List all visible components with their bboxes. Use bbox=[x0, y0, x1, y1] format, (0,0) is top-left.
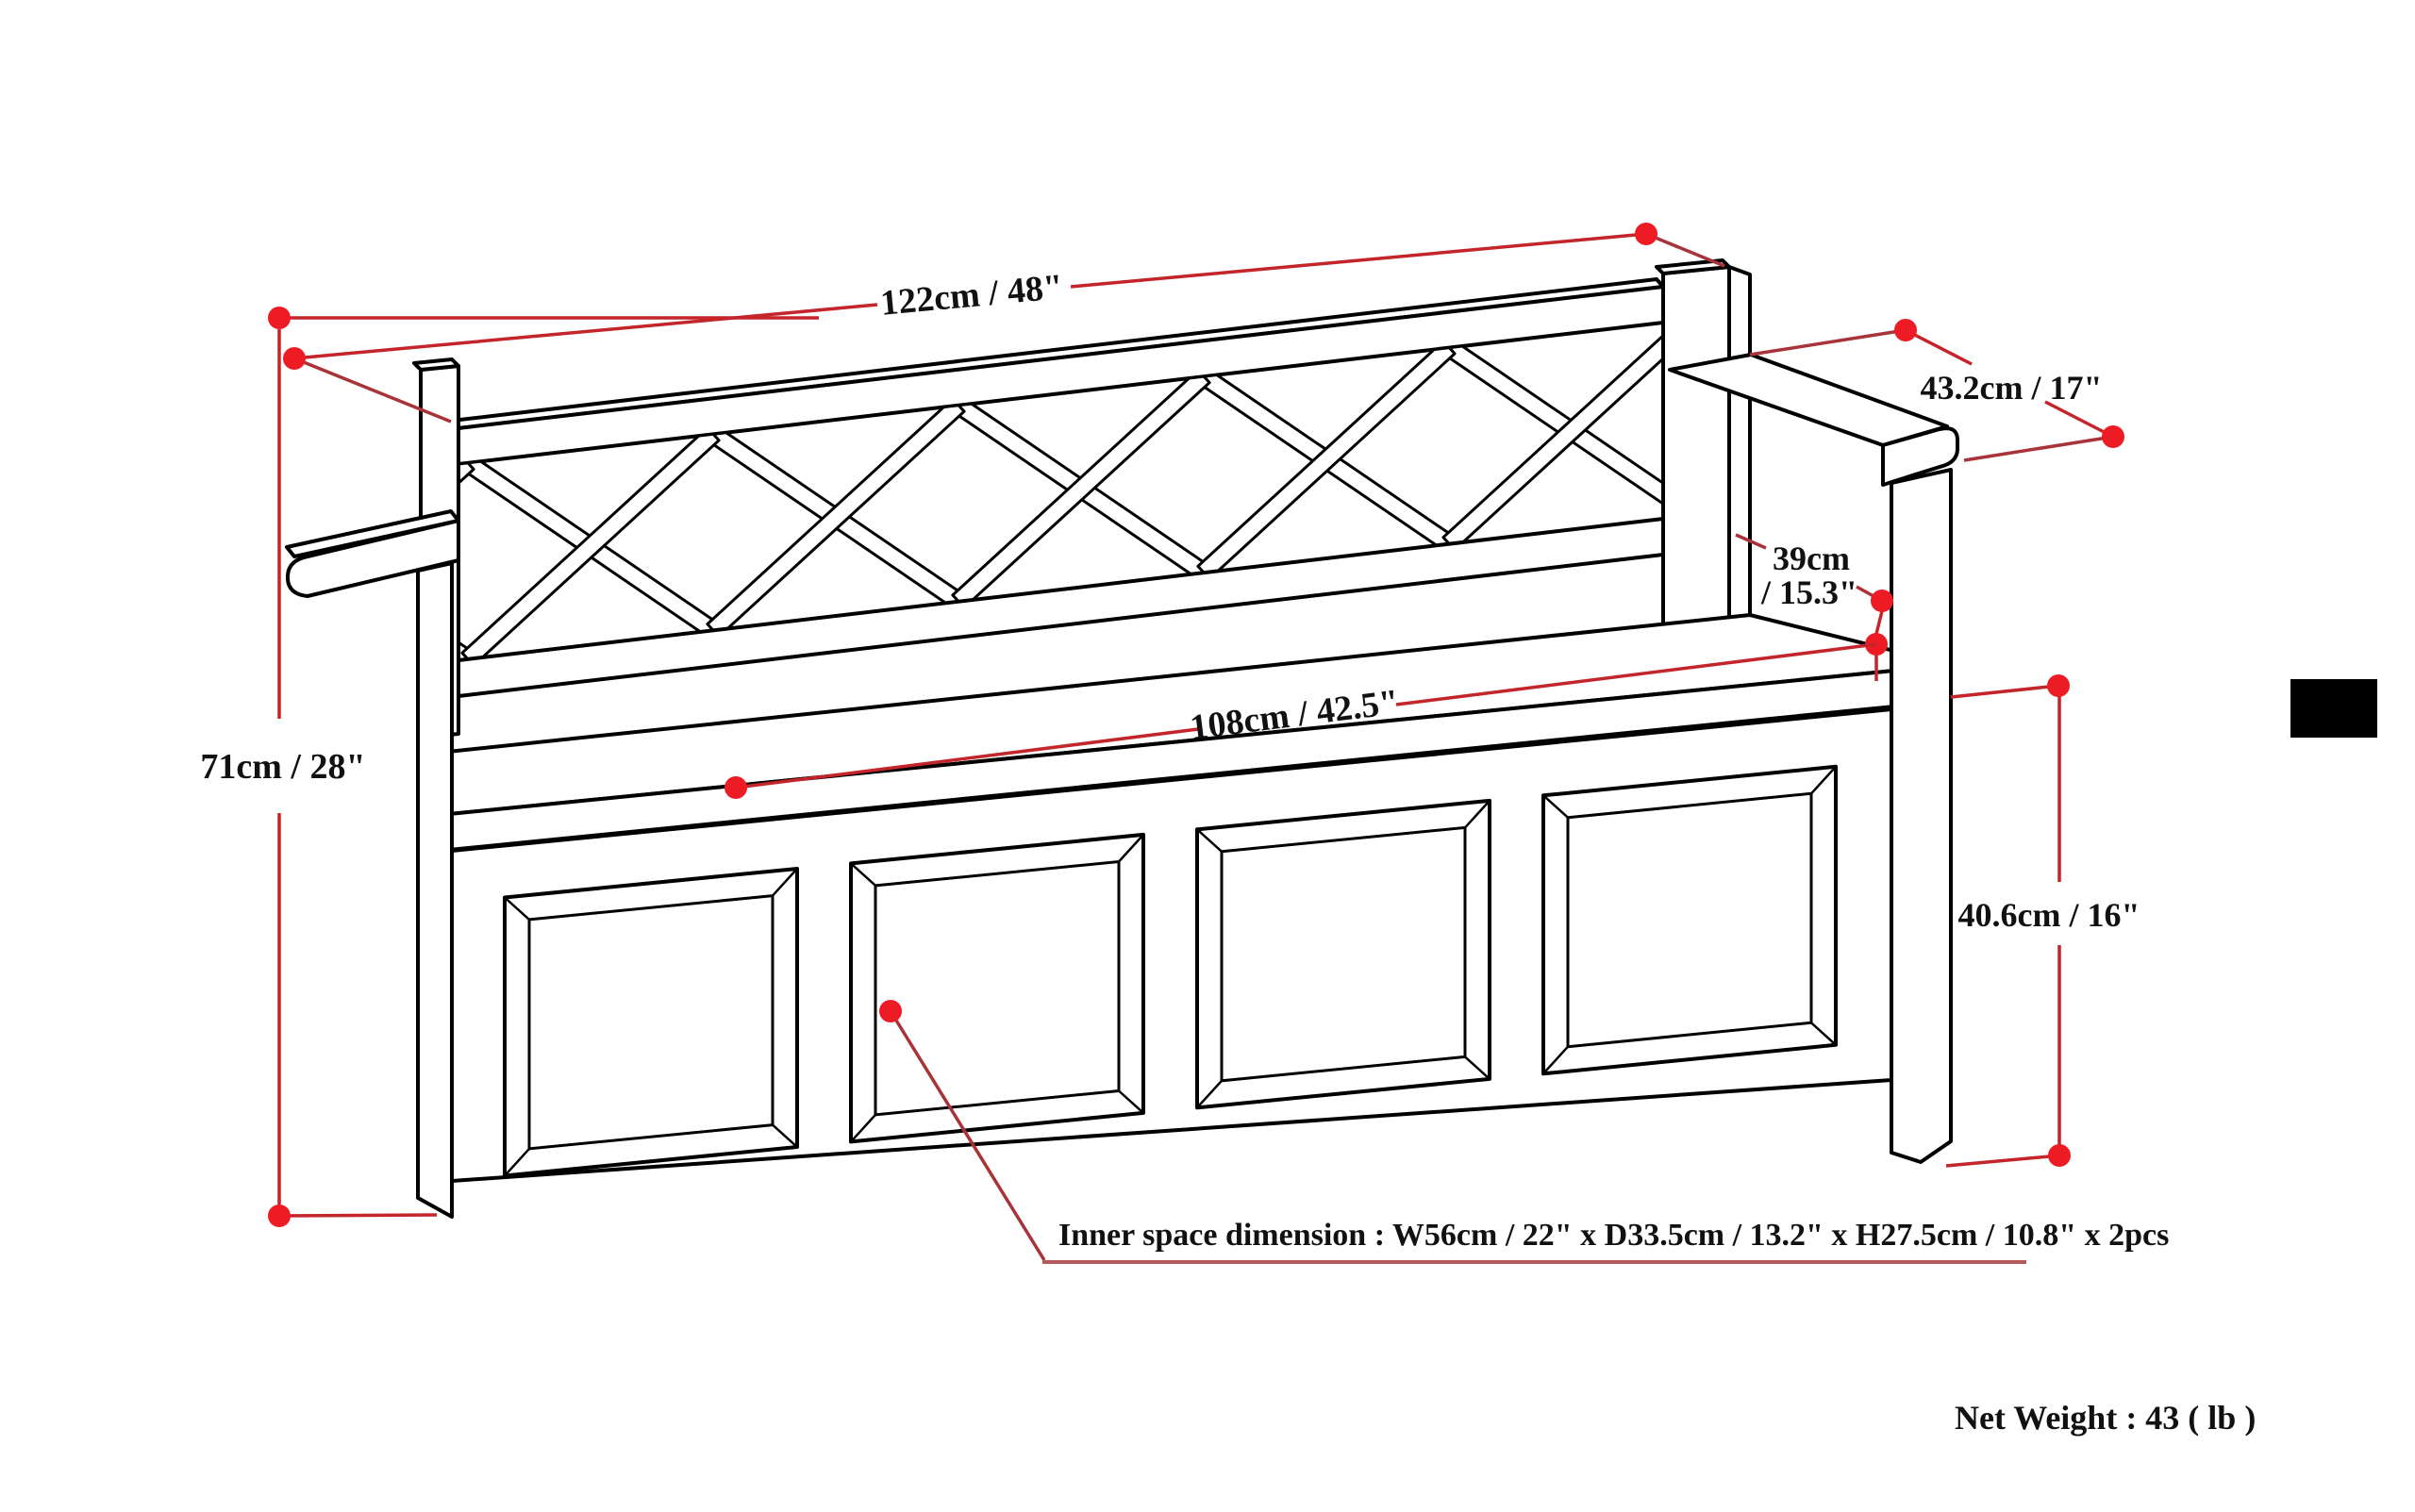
panel-miter-line bbox=[772, 1123, 798, 1148]
net-weight-text: Net Weight : 43 ( lb ) bbox=[1955, 1399, 2256, 1437]
panel-miter-line bbox=[772, 868, 798, 897]
front-left-leg bbox=[416, 561, 454, 1219]
panel-inner-recess bbox=[1220, 825, 1467, 1083]
lattice-slat-slash bbox=[706, 397, 966, 639]
panel-miter-line bbox=[1464, 1055, 1491, 1080]
cabinet-panels bbox=[503, 764, 1838, 1178]
inner-space-text: Inner space dimension : W56cm / 22" x D3… bbox=[1058, 1218, 2169, 1253]
panel-miter-line bbox=[504, 896, 530, 921]
lattice-slat-slash bbox=[460, 426, 721, 660]
panel-miter-line bbox=[1542, 1045, 1569, 1075]
right-back-post-top bbox=[1655, 258, 1731, 275]
lattice-slat-slash bbox=[1441, 323, 1663, 552]
panel-miter-line bbox=[1810, 765, 1837, 795]
right-armrest-top bbox=[1668, 353, 1949, 447]
dimension-back-height: 39cm / 15.3" bbox=[1735, 533, 1893, 681]
dimension-endpoint-dot bbox=[2047, 674, 2070, 697]
right-back-post bbox=[1661, 265, 1731, 662]
dimension-endpoint-dot bbox=[283, 347, 306, 370]
panel-miter-line bbox=[504, 1148, 530, 1177]
bench-drawing bbox=[285, 258, 1959, 1219]
dimension-endpoint-dot bbox=[2102, 425, 2124, 448]
dimension-endpoint-dot bbox=[724, 776, 747, 799]
black-swatch bbox=[2290, 679, 2377, 738]
panel-inner-recess bbox=[1566, 791, 1813, 1049]
panel-miter-line bbox=[850, 862, 876, 887]
dimension-endpoint-dot bbox=[2048, 1144, 2071, 1167]
left-armrest bbox=[286, 519, 460, 598]
dimension-endpoint-dot bbox=[1871, 590, 1893, 612]
panel-miter-line bbox=[850, 1114, 876, 1143]
right-armrest bbox=[1881, 426, 1959, 487]
right-back-post-side bbox=[1727, 265, 1752, 655]
panel-miter-line bbox=[1118, 1089, 1144, 1114]
dim-seat-height-label: 40.6cm / 16" bbox=[1958, 896, 2140, 934]
lattice-panel bbox=[458, 323, 1663, 660]
dim-depth-label: 43.2cm / 17" bbox=[1921, 369, 2103, 407]
dimension-seat-height: 40.6cm / 16" bbox=[1945, 674, 2140, 1168]
left-back-post-top bbox=[412, 357, 460, 372]
panel-miter-line bbox=[1464, 800, 1491, 829]
dimension-endpoint-dot bbox=[268, 307, 291, 329]
dim-back-height-label-line2: / 15.3" bbox=[1760, 573, 1857, 611]
panel-inner-recess bbox=[874, 859, 1121, 1117]
dimension-depth: 43.2cm / 17" bbox=[1749, 319, 2124, 462]
dimension-endpoint-dot bbox=[1635, 223, 1657, 245]
dim-overall-width-label: 122cm / 48" bbox=[878, 267, 1064, 324]
front-right-leg bbox=[1890, 468, 1953, 1164]
panel-miter-line bbox=[1810, 1022, 1837, 1046]
lattice-slat-slash bbox=[1196, 340, 1457, 581]
panel-miter-line bbox=[1196, 828, 1223, 853]
lattice-slat-slash bbox=[951, 368, 1211, 609]
panel-miter-line bbox=[1118, 834, 1144, 863]
dimension-endpoint-dot bbox=[1894, 319, 1917, 341]
dimension-endpoint-dot bbox=[268, 1205, 291, 1227]
dimension-endpoint-dot bbox=[879, 1000, 902, 1022]
dim-back-height-label-line1: 39cm bbox=[1773, 540, 1850, 577]
inner-space-note: Inner space dimension : W56cm / 22" x D3… bbox=[879, 1000, 2169, 1264]
panel-miter-line bbox=[1196, 1079, 1223, 1109]
dim-overall-height-label: 71cm / 28" bbox=[200, 747, 365, 787]
dimension-overall-height: 71cm / 28" bbox=[200, 307, 819, 1227]
panel-inner-recess bbox=[527, 893, 774, 1151]
panel-miter-line bbox=[1542, 794, 1569, 819]
